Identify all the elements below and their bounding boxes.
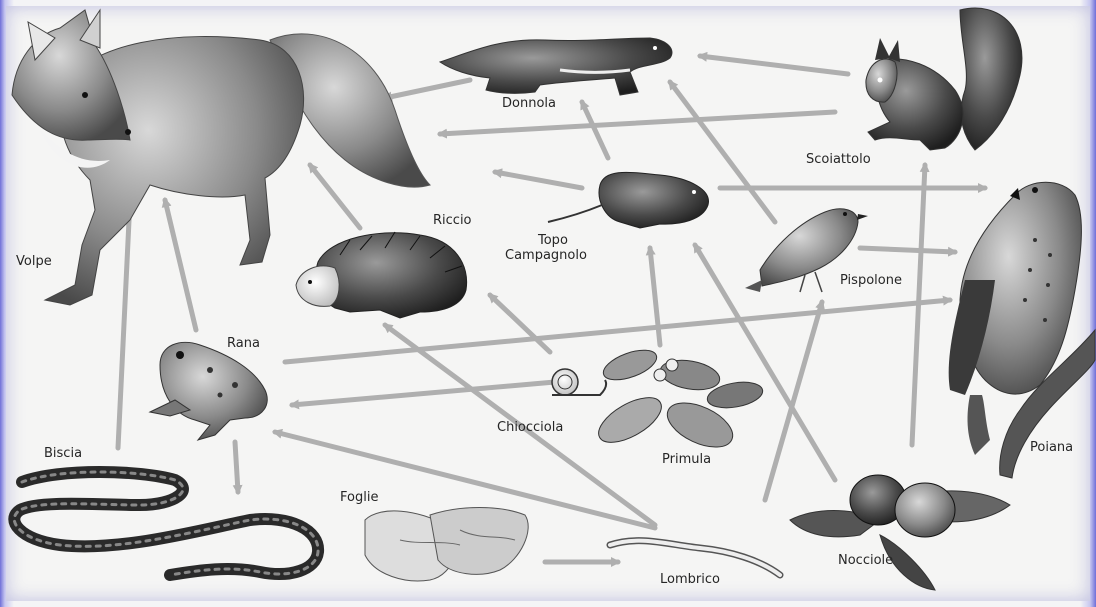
- hedgehog-illustration: [296, 232, 467, 318]
- label-chiocciola: Chiocciola: [497, 420, 563, 435]
- squirrel-illustration: [866, 8, 1022, 150]
- snake-illustration: [14, 472, 318, 575]
- label-rana: Rana: [227, 336, 260, 351]
- label-pispolone: Pispolone: [840, 273, 902, 288]
- arrow-pispolone-to-poiana: [860, 248, 955, 252]
- arrow-topo-to-donnola: [582, 102, 608, 158]
- primrose-illustration: [592, 344, 765, 456]
- earthworm-illustration: [610, 541, 780, 575]
- arrow-riccio-to-volpe: [310, 165, 360, 228]
- arrow-lombrico-to-pispolone: [765, 302, 822, 500]
- buzzard-illustration: [949, 182, 1095, 478]
- label-volpe: Volpe: [16, 254, 52, 269]
- vole-illustration: [548, 172, 708, 228]
- label-foglie: Foglie: [340, 490, 378, 505]
- arrow-scoiattolo-to-volpe: [440, 112, 835, 134]
- arrow-rana-to-volpe: [165, 200, 196, 330]
- arrow-biscia-to-volpe: [118, 200, 130, 448]
- label-biscia: Biscia: [44, 446, 82, 461]
- leaves-illustration: [365, 508, 528, 581]
- arrow-chiocciola-to-rana: [292, 382, 555, 405]
- arrow-donnola-to-volpe: [385, 80, 470, 98]
- arrow-scoiattolo-to-donnola: [700, 56, 848, 74]
- snail-illustration: [552, 369, 606, 395]
- label-scoiattolo: Scoiattolo: [806, 152, 871, 167]
- arrow-rana-to-biscia: [235, 442, 238, 492]
- arrow-primula-to-topo: [650, 248, 660, 345]
- label-lombrico: Lombrico: [660, 572, 720, 587]
- weasel-illustration: [440, 38, 672, 95]
- label-donnola: Donnola: [502, 96, 556, 111]
- hazelnuts-illustration: [790, 475, 1010, 590]
- frog-illustration: [150, 342, 267, 440]
- label-primula: Primula: [662, 452, 711, 467]
- label-poiana: Poiana: [1030, 440, 1073, 455]
- arrow-topo-to-volpe: [495, 172, 582, 188]
- label-campagnolo: Campagnolo: [505, 248, 587, 263]
- label-nocciole: Nocciole: [838, 553, 893, 568]
- label-topo: Topo: [538, 233, 568, 248]
- label-riccio: Riccio: [433, 213, 472, 228]
